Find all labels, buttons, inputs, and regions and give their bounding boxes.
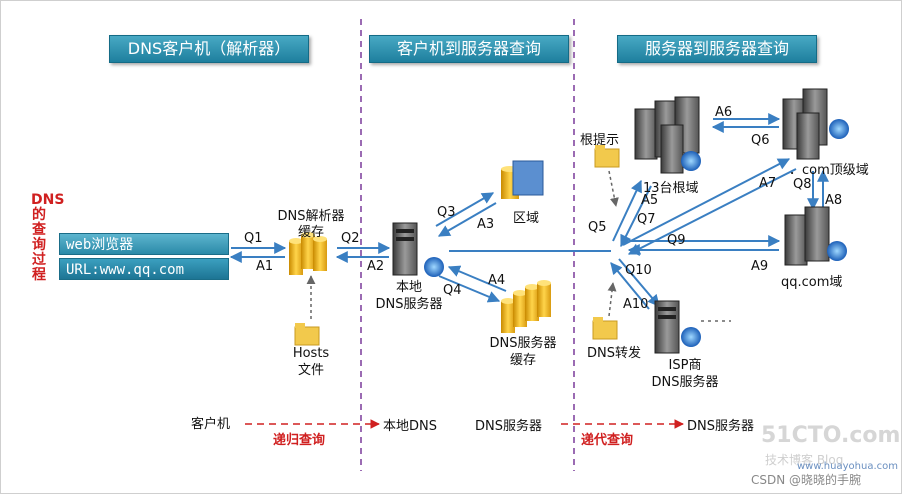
label-a4: A4 <box>488 273 506 288</box>
root-label: 13台根域 <box>643 181 699 196</box>
qq-servers-icon <box>784 206 847 266</box>
arrow-a5 <box>612 179 642 242</box>
arrow-q3 <box>435 192 495 227</box>
local-dns-label: 本地 DNS服务器 <box>375 280 443 312</box>
isp-label: ISP商 DNS服务器 <box>651 358 719 390</box>
header-server-to-server: 服务器到服务器查询 <box>617 35 817 63</box>
arrow-q4 <box>438 275 501 303</box>
arrow-a7 <box>622 158 791 246</box>
root-servers-icon <box>634 96 701 174</box>
watermark-blog: 技术博客 Blog <box>765 453 844 467</box>
arrow-roothint <box>608 170 619 207</box>
header-client: DNS客户机（解析器） <box>109 35 309 63</box>
resolver-cache-label: DNS解析器 缓存 <box>277 209 345 240</box>
zone-label: 区域 <box>513 211 540 226</box>
label-a3: A3 <box>477 217 495 232</box>
root-hint-label: 根提示 <box>580 133 620 148</box>
legend-local-dns: 本地DNS <box>383 419 437 434</box>
label-a2: A2 <box>367 259 385 274</box>
label-q9: Q9 <box>667 233 686 248</box>
label-a9: A9 <box>751 259 769 274</box>
com-label: ．com顶级域 <box>789 163 869 178</box>
browser-box: web浏览器 <box>59 233 229 255</box>
isp-server-icon <box>654 300 701 354</box>
watermark-site: 51CTO.com <box>761 423 901 448</box>
legend-dns-server-1: DNS服务器 <box>475 419 542 434</box>
label-q8: Q8 <box>793 177 812 192</box>
arrow-forward <box>607 282 617 317</box>
vertical-title: DNS的查询过程 <box>31 192 65 283</box>
label-a1: A1 <box>256 259 274 274</box>
forward-folder-icon <box>592 317 618 340</box>
label-q6: Q6 <box>751 133 770 148</box>
legend-iterative: 递代查询 <box>581 433 634 448</box>
resolver-cache-icon <box>289 232 327 275</box>
dns-cache-icon <box>501 280 551 333</box>
dns-cache-label: DNS服务器 缓存 <box>489 336 557 368</box>
forward-label: DNS转发 <box>587 346 641 361</box>
header-client-to-server: 客户机到服务器查询 <box>369 35 569 63</box>
arrow-q7 <box>627 168 797 255</box>
url-box: URL:www.qq.com <box>59 258 229 280</box>
label-q10: Q10 <box>625 263 652 278</box>
root-hint-folder-icon <box>594 145 620 168</box>
label-q7: Q7 <box>637 212 656 227</box>
arrow-a10 <box>610 262 650 310</box>
label-q1: Q1 <box>244 231 263 246</box>
legend-recursive: 递归查询 <box>273 433 326 448</box>
arrow-a4 <box>447 265 507 292</box>
label-q4: Q4 <box>443 283 462 298</box>
label-a7: A7 <box>759 176 777 191</box>
local-dns-server-icon <box>392 222 444 277</box>
label-a8: A8 <box>825 193 843 208</box>
label-q2: Q2 <box>341 231 360 246</box>
label-a10: A10 <box>623 297 649 312</box>
label-a6: A6 <box>715 105 733 120</box>
arrow-q10 <box>618 258 660 307</box>
legend-client: 客户机 <box>191 417 231 432</box>
label-a5: A5 <box>641 193 659 208</box>
legend-dns-server-2: DNS服务器 <box>687 419 754 434</box>
com-servers-icon <box>782 88 849 160</box>
hosts-folder-icon <box>294 323 320 346</box>
qq-label: qq.com域 <box>781 275 843 290</box>
watermark-csdn: CSDN @晓晓的手腕 <box>751 473 862 487</box>
label-q3: Q3 <box>437 205 456 220</box>
arrow-q5 <box>620 185 652 248</box>
watermark-url: www.huayohua.com <box>797 461 898 472</box>
arrow-a3 <box>437 202 497 237</box>
label-q5: Q5 <box>588 220 607 235</box>
hosts-label: Hosts 文件 <box>292 346 330 378</box>
zone-icon <box>501 160 544 199</box>
